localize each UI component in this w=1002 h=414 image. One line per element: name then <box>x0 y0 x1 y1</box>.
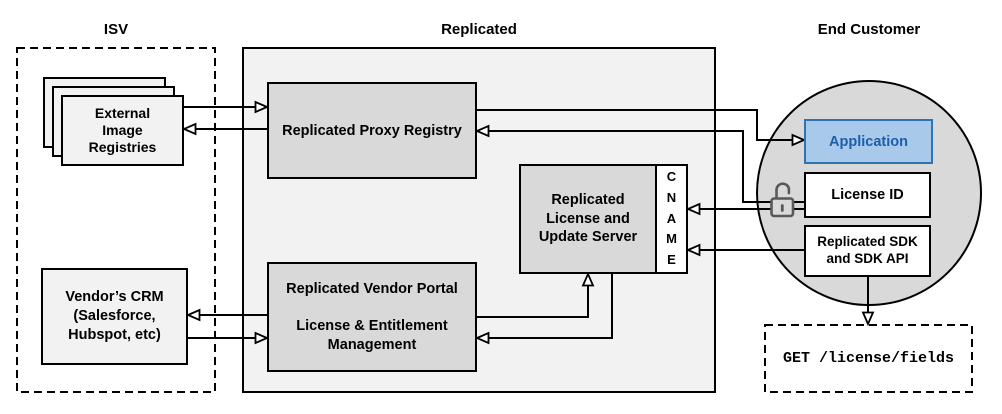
padlock-shackle <box>775 182 791 200</box>
isv-boundary <box>16 47 216 393</box>
application-label: Application <box>829 133 908 150</box>
arrowhead-into-endpoint <box>861 311 875 327</box>
cname-box <box>655 164 688 274</box>
arrowhead-into-cname-bottom <box>685 243 701 257</box>
replicated-zone-label: Replicated <box>441 21 517 38</box>
arrowhead-into-license-server <box>581 271 595 287</box>
vendor-crm-label: Vendor’s CRM (Salesforce, Hubspot, etc) <box>65 289 164 343</box>
arrowhead-into-proxy-left <box>254 100 270 114</box>
license-id-box <box>804 172 931 218</box>
arrowhead-into-crm <box>185 308 201 322</box>
replicated-sdk-label: Replicated SDK and SDK API <box>817 234 918 266</box>
license-update-server-box <box>519 164 657 274</box>
registries-box <box>61 95 184 166</box>
registries-label: External Image Registries <box>88 104 157 156</box>
end-customer-zone-label: End Customer <box>817 21 921 38</box>
connector-lines <box>183 106 869 339</box>
connector-proxy-to-application <box>476 109 798 141</box>
license-id-label: License ID <box>831 187 904 203</box>
arrowhead-into-proxy-right <box>474 124 490 138</box>
vendor-portal-label: Replicated Vendor Portal License & Entit… <box>286 280 458 353</box>
connector-license-server-to-portal <box>481 273 613 339</box>
proxy-registry-box <box>267 82 477 179</box>
vendor-portal-box <box>267 262 477 372</box>
isv-zone-label: ISV <box>103 21 129 38</box>
vendor-crm-box <box>41 268 188 365</box>
arrowhead-into-registries <box>181 122 197 136</box>
open-padlock-icon <box>770 182 795 218</box>
arrowhead-into-portal-right <box>474 331 490 345</box>
api-endpoint-box <box>764 324 973 393</box>
application-box <box>804 119 933 164</box>
arrowhead-into-cname-top <box>685 202 701 216</box>
arrowhead-into-application <box>791 133 807 147</box>
license-update-server-label: Replicated License and Update Server <box>538 191 638 246</box>
proxy-registry-label: Replicated Proxy Registry <box>282 122 462 139</box>
arrowheads <box>181 100 875 345</box>
arrowhead-into-portal-left <box>254 331 270 345</box>
api-endpoint-label: GET /license/fields <box>782 350 955 367</box>
cname-label: C N A M E <box>666 169 677 268</box>
connector-portal-to-license-server <box>476 278 589 318</box>
replicated-sdk-box <box>804 225 931 277</box>
